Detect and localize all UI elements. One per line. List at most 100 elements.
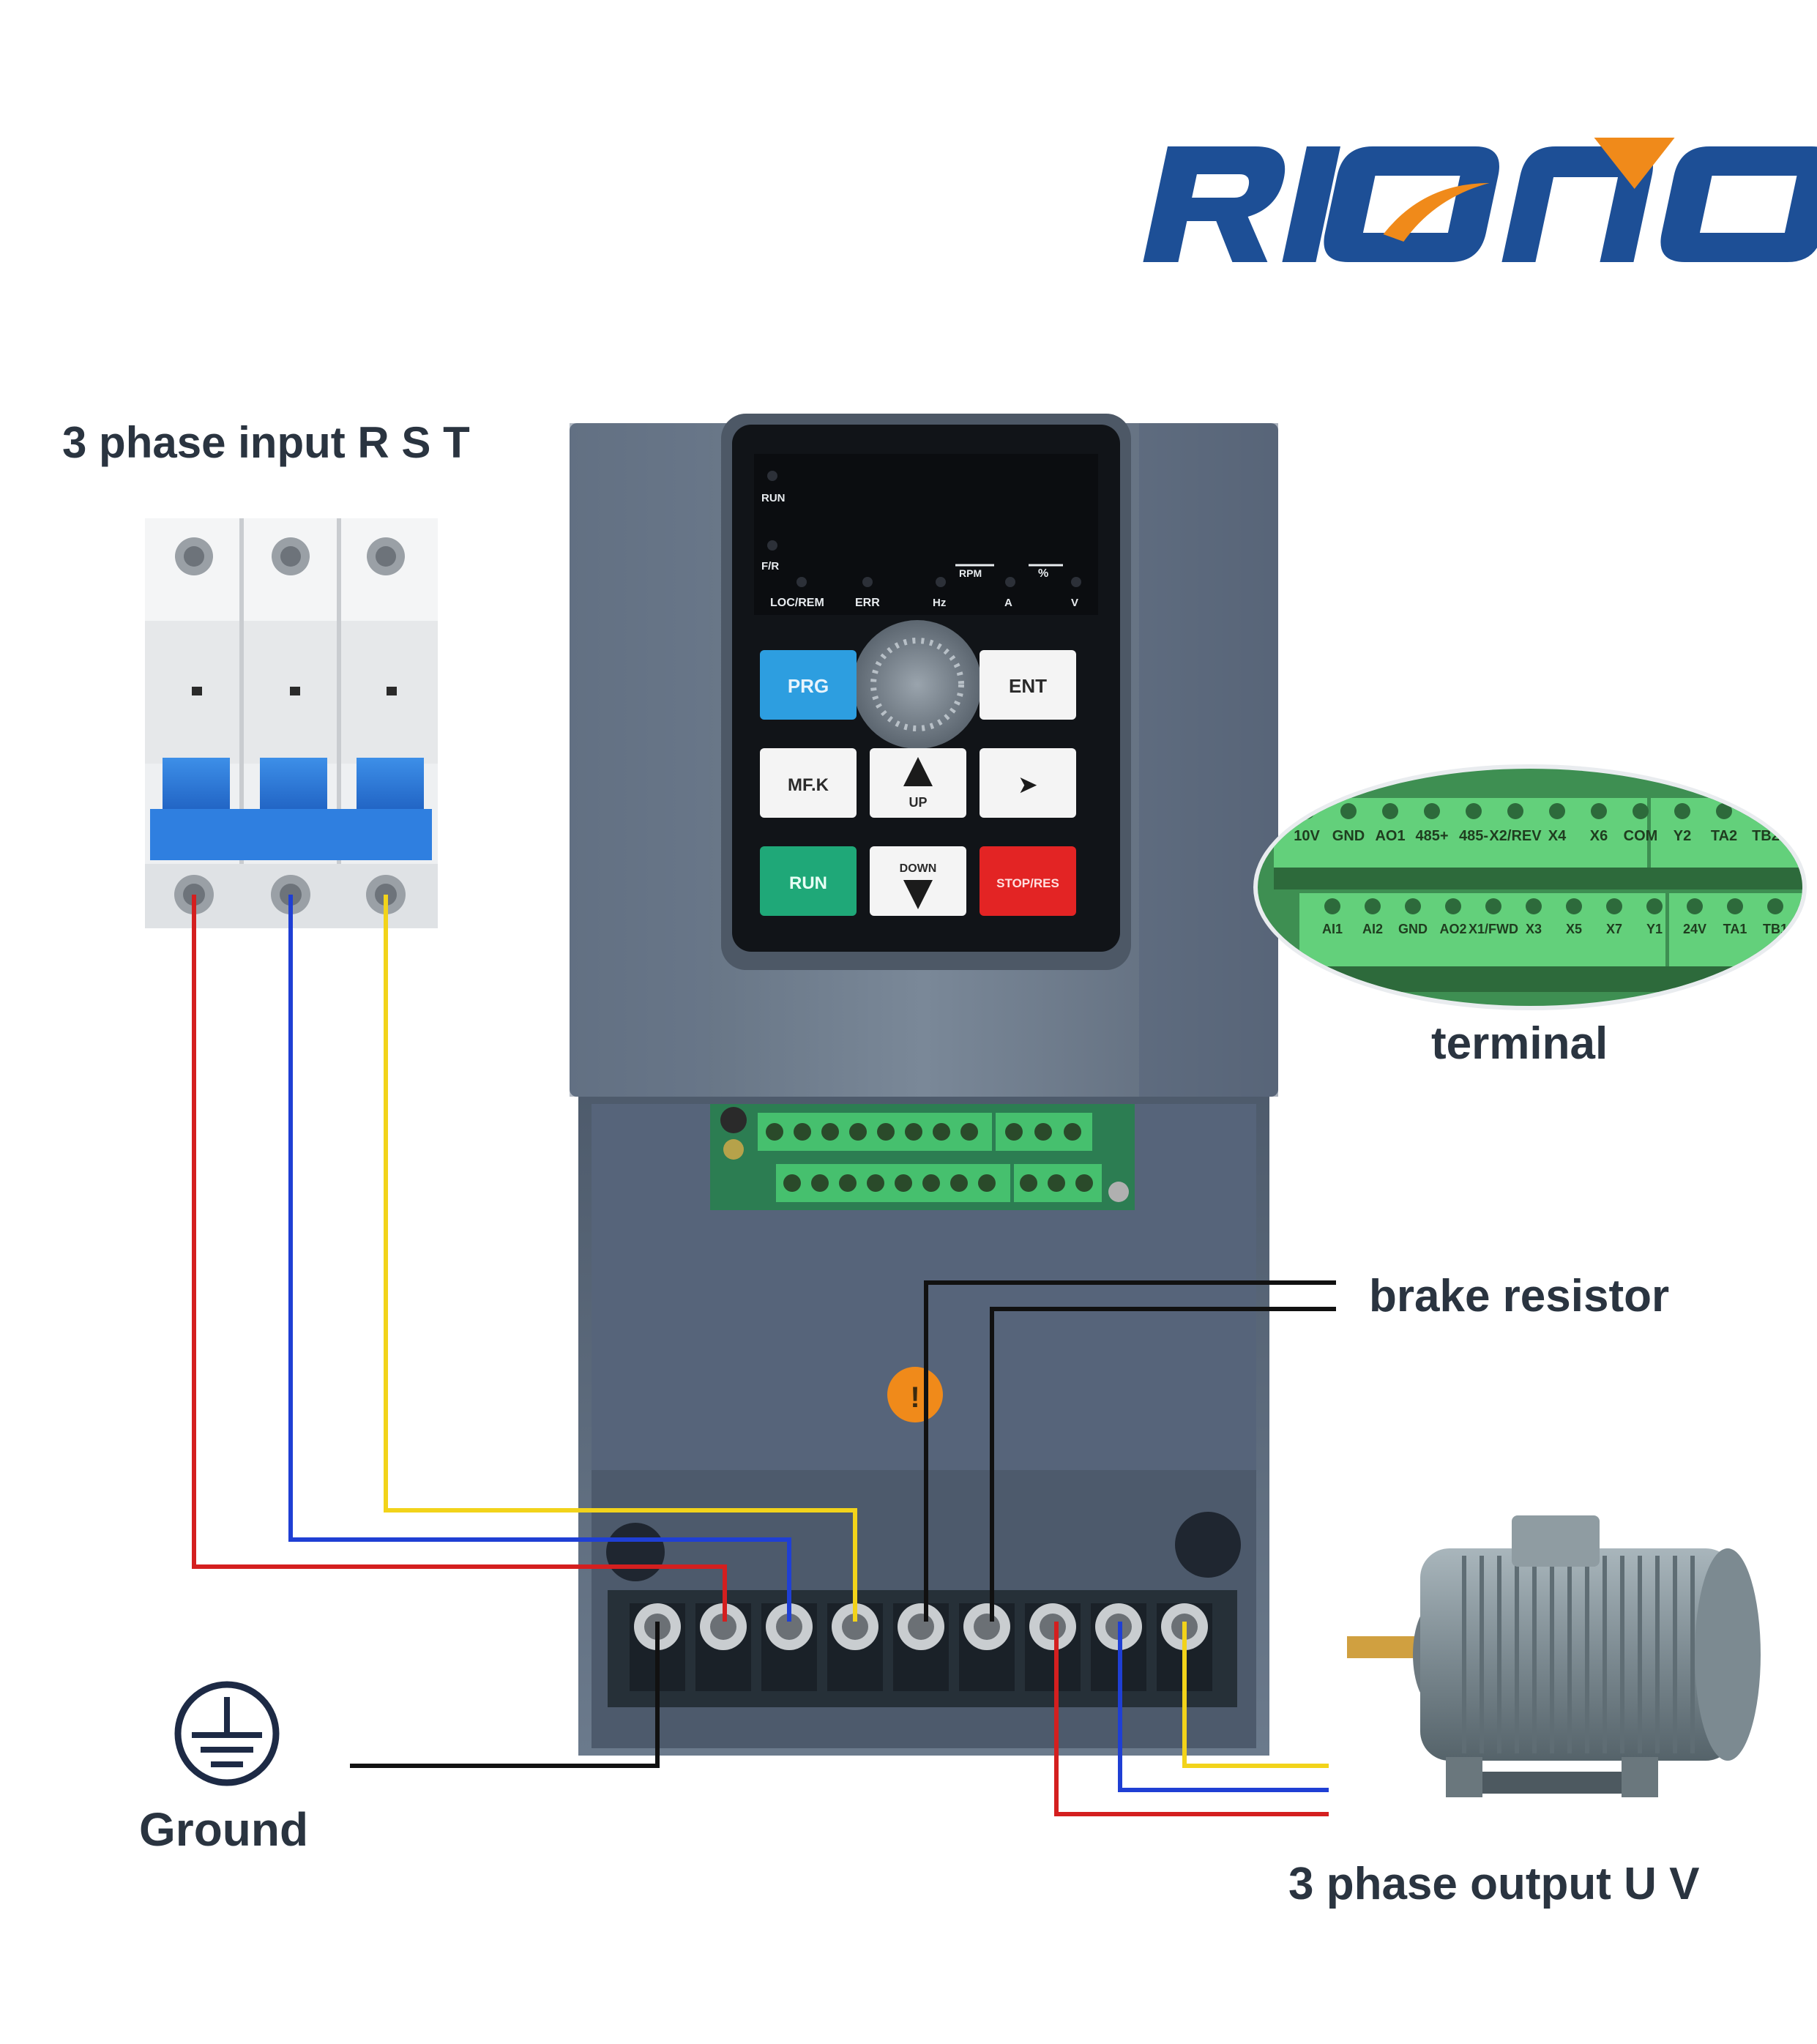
terminal-label-bottom: X7 (1606, 922, 1622, 936)
terminal-screw (1507, 803, 1523, 819)
shift-icon: ➤ (1018, 773, 1037, 797)
breaker-top-screws (175, 537, 405, 575)
key-down[interactable]: DOWN (870, 846, 966, 916)
pcb-screw (1075, 1174, 1093, 1192)
terminal-label-top: AO1 (1375, 828, 1405, 844)
keypad-panel: RUN F/R LOC/REM ERR Hz A V RPM % PRG ENT… (721, 414, 1131, 970)
pcb-screw (839, 1174, 857, 1192)
brake-resistor-label: brake resistor (1369, 1271, 1670, 1321)
power-terminal-screw-head (710, 1614, 736, 1640)
pcb-screw (1064, 1123, 1081, 1141)
terminal-label-top: 10V (1294, 828, 1320, 844)
terminal-screw (1758, 803, 1774, 819)
terminal-label-top: 485+ (1415, 828, 1448, 844)
power-terminal-block (608, 1590, 1237, 1707)
terminal-screw (1424, 803, 1440, 819)
pcb-screw (978, 1174, 996, 1192)
svg-text:RUN: RUN (789, 873, 827, 893)
terminal-screw (1633, 803, 1649, 819)
terminal-label-bottom: GND (1398, 922, 1428, 936)
wiring (192, 895, 1336, 1816)
terminal-label-bottom: X3 (1526, 922, 1542, 936)
pcb-screw (922, 1174, 940, 1192)
terminal-screw (1549, 803, 1565, 819)
terminal-screw (1591, 803, 1607, 819)
wire-brake-1 (924, 1280, 1336, 1622)
terminal-screw (1324, 898, 1340, 914)
indicator-rpm: RPM (959, 567, 982, 579)
pcb-screw (877, 1123, 895, 1141)
terminal-screw (1445, 898, 1461, 914)
terminal-screw (1767, 898, 1783, 914)
power-terminal-screw-head (1040, 1614, 1066, 1640)
terminal-label-bottom: TB1 (1763, 922, 1788, 936)
svg-text:DOWN: DOWN (900, 862, 937, 875)
terminal-label-top: GND (1332, 828, 1365, 844)
output-label: 3 phase output U V (1288, 1859, 1700, 1909)
terminal-screw (1674, 803, 1690, 819)
terminal-label-bottom: AO2 (1439, 922, 1466, 936)
wire-ground (350, 1622, 660, 1768)
power-terminal-screw-head (908, 1614, 934, 1640)
three-phase-motor (1347, 1515, 1761, 1797)
pcb-screw (895, 1174, 912, 1192)
pcb-screw (1020, 1174, 1037, 1192)
pcb-terminal-screws (766, 1123, 1093, 1192)
pcb-screw (811, 1174, 829, 1192)
terminal-label-bottom: X1/FWD (1469, 922, 1518, 936)
terminal-screw (1405, 898, 1421, 914)
terminal-screw (1606, 898, 1622, 914)
indicator-pct: % (1038, 567, 1048, 580)
terminal-label-top: Y2 (1674, 828, 1691, 844)
terminal-label: terminal (1431, 1018, 1608, 1069)
pcb-screw (867, 1174, 884, 1192)
control-pcb (710, 1104, 1135, 1210)
pcb-screw (1048, 1174, 1065, 1192)
dial-knob[interactable] (853, 620, 982, 749)
wire-s (288, 895, 791, 1622)
key-up[interactable]: UP (870, 748, 966, 818)
indicator-fr: F/R (761, 560, 779, 572)
riono-logo (1143, 138, 1817, 262)
power-terminal-screw-head (776, 1614, 802, 1640)
power-terminal-screw-head (842, 1614, 868, 1640)
terminal-screw (1485, 898, 1501, 914)
pcb-screw (1005, 1123, 1023, 1141)
wire-brake-2 (990, 1307, 1336, 1622)
ground-icon (174, 1681, 280, 1786)
terminal-label-top: X2/REV (1489, 828, 1542, 844)
wire-w (1182, 1622, 1329, 1768)
arrow-up-icon (903, 757, 933, 786)
terminal-label-top: X4 (1548, 828, 1567, 844)
key-prg[interactable]: PRG (760, 650, 857, 720)
terminal-screw (1687, 898, 1703, 914)
terminal-screw (1340, 803, 1357, 819)
pcb-screw (905, 1123, 922, 1141)
terminal-screw (1646, 898, 1663, 914)
indicator-a: A (1004, 597, 1012, 609)
key-shift[interactable]: ➤ (980, 748, 1076, 818)
power-terminal-screw-head (974, 1614, 1000, 1640)
key-stop[interactable]: STOP/RES (980, 846, 1076, 916)
wire-u (1054, 1622, 1329, 1816)
svg-text:PRG: PRG (788, 675, 829, 697)
pcb-screw (950, 1174, 968, 1192)
key-mfk[interactable]: MF.K (760, 748, 857, 818)
key-ent[interactable]: ENT (980, 650, 1076, 720)
arrow-down-icon (903, 880, 933, 909)
pcb-screw (933, 1123, 950, 1141)
terminal-label-bottom: AI1 (1322, 922, 1343, 936)
pcb-screw (783, 1174, 801, 1192)
indicator-run: RUN (761, 492, 786, 504)
terminal-screw (1382, 803, 1398, 819)
motor-fins (1462, 1556, 1695, 1753)
pcb-screw (849, 1123, 867, 1141)
terminal-screw (1365, 898, 1381, 914)
terminal-screw (1716, 803, 1732, 819)
terminal-label-top: 485- (1459, 828, 1488, 844)
wire-v (1118, 1622, 1329, 1792)
pcb-screw (960, 1123, 978, 1141)
key-run[interactable]: RUN (760, 846, 857, 916)
